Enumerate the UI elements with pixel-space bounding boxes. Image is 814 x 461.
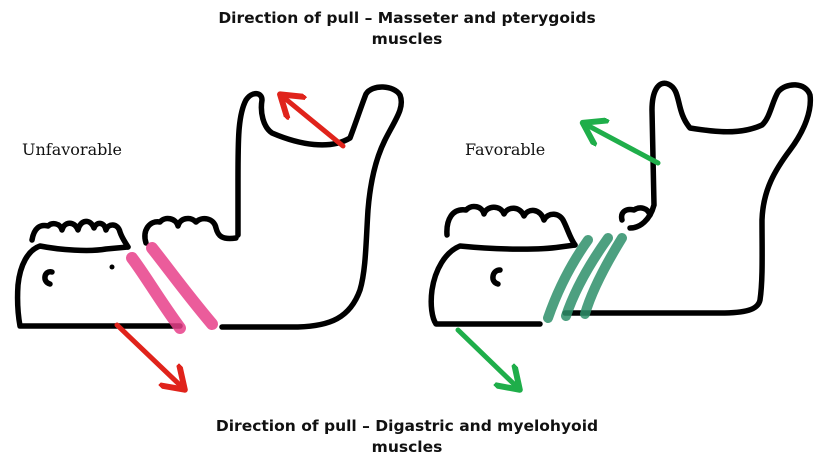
left-digastric-pull-arrow bbox=[117, 325, 183, 388]
left-mental-foramen bbox=[45, 272, 52, 284]
left-posterior-teeth bbox=[145, 219, 236, 243]
right-mental-foramen bbox=[493, 270, 500, 284]
left-fracture-line-2 bbox=[152, 248, 212, 324]
right-mandible bbox=[431, 83, 810, 388]
left-fracture-lines bbox=[132, 248, 212, 328]
left-mandible bbox=[18, 87, 402, 388]
right-fracture-lines bbox=[548, 238, 622, 318]
bottom-heading-digastric-myelohyoid: Direction of pull – Digastric and myeloh… bbox=[0, 416, 814, 458]
left-anterior-teeth bbox=[32, 221, 128, 247]
left-foramen-dot bbox=[110, 265, 115, 270]
right-masseter-pull-arrow bbox=[585, 124, 658, 163]
right-digastric-pull-arrow bbox=[458, 330, 518, 388]
right-anterior-teeth bbox=[447, 207, 575, 245]
